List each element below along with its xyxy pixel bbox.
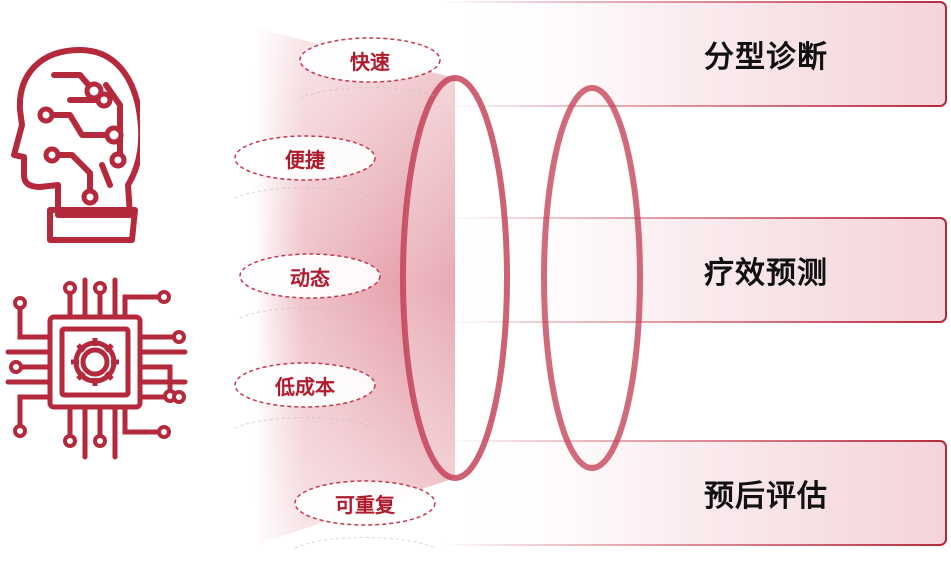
application-box-classification-diagnosis: 分型诊断 bbox=[704, 40, 828, 75]
feature-label-fast: 快速 bbox=[350, 49, 390, 74]
application-box-prognosis-assessment: 预后评估 bbox=[704, 479, 828, 514]
feature-label-dynamic: 动态 bbox=[290, 265, 330, 290]
feature-label-repeatable: 可重复 bbox=[335, 492, 395, 517]
circuit-chip-icon bbox=[0, 272, 195, 467]
application-box-efficacy-prediction: 疗效预测 bbox=[704, 256, 828, 291]
feature-label-convenient: 便捷 bbox=[285, 147, 325, 172]
feature-label-low-cost: 低成本 bbox=[275, 374, 335, 399]
ai-head-icon bbox=[10, 45, 140, 245]
